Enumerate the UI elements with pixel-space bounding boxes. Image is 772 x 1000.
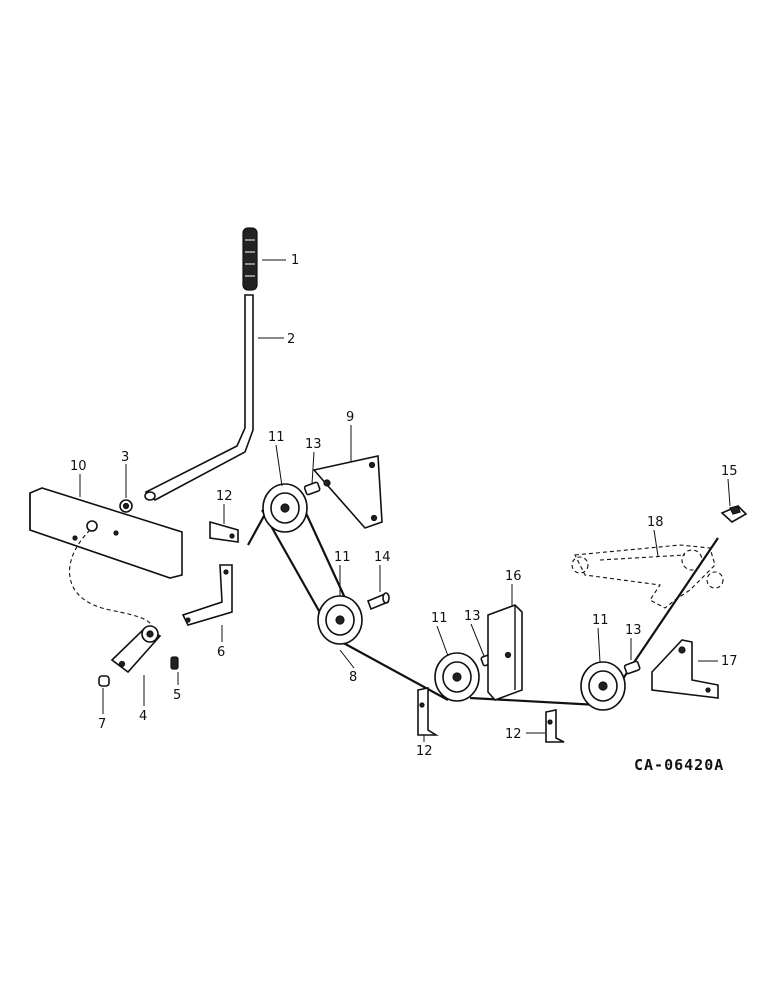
mounting-plate [29, 487, 183, 579]
small-bracket-upper [209, 520, 239, 543]
cable-clevis [110, 625, 162, 674]
label-12-upper: 12 [216, 489, 233, 504]
triangle-bracket [312, 455, 383, 529]
small-bracket-lower-right [545, 709, 565, 743]
label-1: 1 [291, 253, 299, 268]
label-6: 6 [217, 645, 225, 660]
spring [170, 656, 179, 670]
drive-cable [247, 499, 719, 707]
label-10: 10 [70, 459, 87, 474]
label-13-center: 13 [464, 609, 481, 624]
angle-bracket [651, 639, 719, 699]
label-4: 4 [139, 709, 147, 724]
label-14: 14 [374, 550, 391, 565]
pulley-upper [262, 483, 308, 533]
label-3: 3 [121, 450, 129, 465]
label-12-lower-left: 12 [416, 744, 433, 759]
label-7: 7 [98, 717, 106, 732]
control-cable [69, 529, 153, 633]
label-8: 8 [349, 670, 357, 685]
label-15: 15 [721, 464, 738, 479]
label-5: 5 [173, 688, 181, 703]
vertical-bracket [487, 604, 523, 701]
nut [119, 499, 133, 513]
label-9: 9 [346, 410, 354, 425]
drawing-code: CA-06420A [634, 756, 724, 774]
cable-clamp [720, 505, 748, 523]
lever-rod [144, 294, 254, 501]
label-13-right: 13 [625, 623, 642, 638]
spacer-pin [366, 592, 390, 611]
bolt-right [623, 660, 641, 675]
lever-grip [242, 227, 258, 291]
pulley-lower-center [434, 652, 480, 702]
bolt-upper [303, 481, 321, 496]
label-11-middle: 11 [334, 550, 351, 565]
small-bracket-lower-left [417, 687, 439, 736]
label-2: 2 [287, 332, 295, 347]
bent-bracket [181, 564, 233, 626]
label-11-right: 11 [592, 613, 609, 628]
pin [98, 675, 110, 687]
label-16: 16 [505, 569, 522, 584]
label-18: 18 [647, 515, 664, 530]
leader-lines [79, 259, 731, 742]
label-13-upper: 13 [305, 437, 322, 452]
pulley-middle [317, 595, 363, 645]
pulley-lower-right [580, 661, 626, 711]
label-12-lower-right: 12 [505, 727, 522, 742]
label-17: 17 [721, 654, 738, 669]
label-11-upper: 11 [268, 430, 285, 445]
label-11-center: 11 [431, 611, 448, 626]
arm-linkage [571, 544, 724, 609]
